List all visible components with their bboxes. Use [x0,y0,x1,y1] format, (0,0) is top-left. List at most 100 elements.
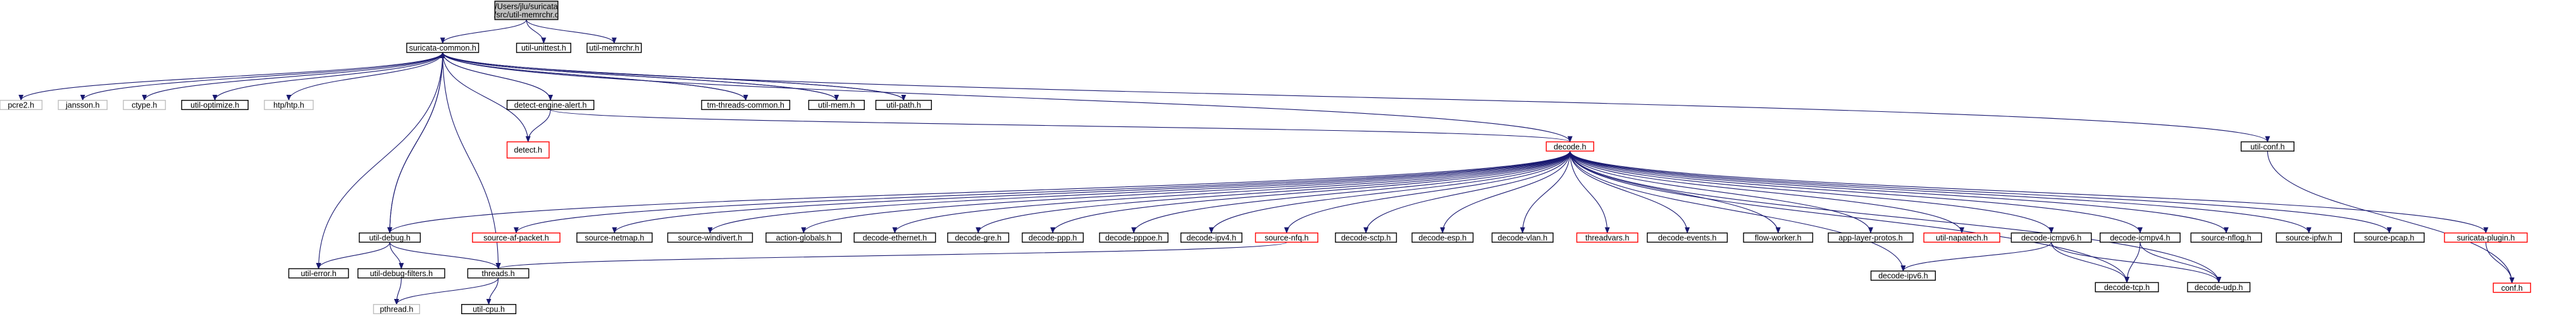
node-source-ipfw[interactable]: source-ipfw.h [2276,232,2342,243]
edge-decode-to-app-layer-protos [1570,151,1873,234]
edge-decode-to-decode-vlan [1520,151,1571,234]
node-label: action-globals.h [776,233,832,242]
node-util-optimize[interactable]: util-optimize.h [181,100,249,111]
node-label: source-netmap.h [585,233,644,242]
edge-decode-to-source-windivert [707,150,1571,234]
node-label: decode-sctp.h [1341,233,1391,242]
node-decode-esp[interactable]: decode-esp.h [1411,232,1474,243]
node-label: util-unittest.h [521,44,566,52]
node-source-windivert[interactable]: source-windivert.h [667,232,753,243]
node-util-cpu[interactable]: util-cpu.h [461,304,517,315]
node-suricata-common[interactable]: suricata-common.h [406,42,480,53]
node-label: decode-vlan.h [1498,233,1548,242]
edge-decode-to-source-af-packet [514,150,1571,234]
node-decode-tcp[interactable]: decode-tcp.h [2095,282,2159,293]
node-app-layer-protos[interactable]: app-layer-protos.h [1828,232,1914,243]
node-util-napatech[interactable]: util-napatech.h [1923,232,2000,243]
node-util-conf[interactable]: util-conf.h [2240,141,2294,152]
node-label-line: decode-ppp.h [1029,233,1077,242]
node-label: util-error.h [301,269,337,278]
node-decode-ppp[interactable]: decode-ppp.h [1022,232,1084,243]
node-label-line: /src/util-memrchr.c [494,10,559,19]
node-suricata-plugin[interactable]: suricata-plugin.h [2444,232,2528,243]
node-label: decode-esp.h [1418,233,1466,242]
node-util-memrchr[interactable]: util-memrchr.h [586,42,642,53]
node-label: util-optimize.h [190,101,239,110]
node-label-line: util-unittest.h [521,44,566,52]
node-label-line: pcre2.h [8,101,34,110]
node-decode-ipv4[interactable]: decode-ipv4.h [1180,232,1242,243]
node-label-line: source-netmap.h [585,233,644,242]
edge-decode-to-decode-icmpv4 [1570,151,2143,234]
node-label: decode-tcp.h [2104,283,2150,292]
node-box [1022,232,1084,243]
node-decode-pppoe[interactable]: decode-pppoe.h [1099,232,1169,243]
node-detect-engine-alert[interactable]: detect-engine-alert.h [506,100,595,111]
node-source-nflog[interactable]: source-nflog.h [2190,232,2262,243]
edge-util-mem-to-suricata-common [440,52,837,100]
node-decode-ethernet[interactable]: decode-ethernet.h [853,232,936,243]
node-label: decode.h [1554,142,1586,151]
node-label-line: decode-udp.h [2195,283,2243,292]
node-decode-events[interactable]: decode-events.h [1647,232,1728,243]
edge-util-debug-to-util-debug-filters [389,242,404,270]
node-label-line: decode-sctp.h [1341,233,1391,242]
node-decode-icmpv6[interactable]: decode-icmpv6.h [2010,232,2092,243]
node-label: detect.h [514,146,543,155]
node-decode-icmpv4[interactable]: decode-icmpv4.h [2100,232,2181,243]
node-label-line: suricata-plugin.h [2457,233,2515,242]
node-box [472,232,560,243]
node-label: util-mem.h [818,101,855,110]
node-label-line: source-pcap.h [2364,233,2414,242]
node-label: decode-pppoe.h [1105,233,1162,242]
node-source-netmap[interactable]: source-netmap.h [576,232,653,243]
edge-decode-to-decode-ppp [1050,151,1571,234]
node-box [0,100,43,111]
edge-decode-to-source-netmap [612,150,1571,234]
node-util-error[interactable]: util-error.h [288,268,349,279]
node-util-path[interactable]: util-path.h [875,100,932,111]
node-label-line: action-globals.h [776,233,832,242]
edge-root-to-util-unittest [526,19,547,44]
node-box [506,141,550,159]
node-label-line: flow-worker.h [1755,233,1802,242]
node-decode-ipv6[interactable]: decode-ipv6.h [1870,270,1936,281]
node-decode-gre[interactable]: decode-gre.h [947,232,1010,243]
node-conf[interactable]: conf.h [2492,283,2531,293]
node-box [1828,232,1914,243]
node-threadvars[interactable]: threadvars.h [1576,232,1638,243]
edge-decode-to-decode-pppoe [1131,151,1571,234]
node-label: threadvars.h [1585,233,1630,242]
node-box [1335,232,1397,243]
node-box [406,42,480,53]
node-label: app-layer-protos.h [1838,233,1902,242]
node-box [947,232,1010,243]
node-threads[interactable]: threads.h [467,268,529,279]
node-box [2010,232,2092,243]
node-source-pcap[interactable]: source-pcap.h [2353,232,2425,243]
node-box [875,100,932,111]
node-util-mem[interactable]: util-mem.h [808,100,865,111]
node-tm-threads-common[interactable]: tm-threads-common.h [701,100,791,111]
node-decode-sctp[interactable]: decode-sctp.h [1335,232,1397,243]
node-decode-vlan[interactable]: decode-vlan.h [1491,232,1554,243]
node-label-line: threads.h [482,269,515,278]
node-source-af-packet[interactable]: source-af-packet.h [472,232,560,243]
node-label-line: util-optimize.h [190,101,239,110]
node-util-debug[interactable]: util-debug.h [359,232,421,243]
node-source-nfq[interactable]: source-nfq.h [1254,232,1318,243]
node-label-line: decode-ethernet.h [863,233,927,242]
node-box [1545,141,1594,152]
edge-decode-to-source-ipfw [1570,150,2312,234]
node-decode[interactable]: decode.h [1545,141,1594,152]
node-detect[interactable]: detect.h [506,141,550,159]
node-label-line: pthread.h [380,305,413,314]
node-label-line: util-conf.h [2250,142,2284,151]
node-flow-worker[interactable]: flow-worker.h [1743,232,1814,243]
node-decode-udp[interactable]: decode-udp.h [2187,282,2251,293]
node-action-globals[interactable]: action-globals.h [765,232,842,243]
node-util-debug-filters[interactable]: util-debug-filters.h [357,268,445,279]
node-util-unittest[interactable]: util-unittest.h [516,42,571,53]
edge-decode-to-decode-udp [1570,151,2222,284]
node-label-line: source-af-packet.h [483,233,549,242]
